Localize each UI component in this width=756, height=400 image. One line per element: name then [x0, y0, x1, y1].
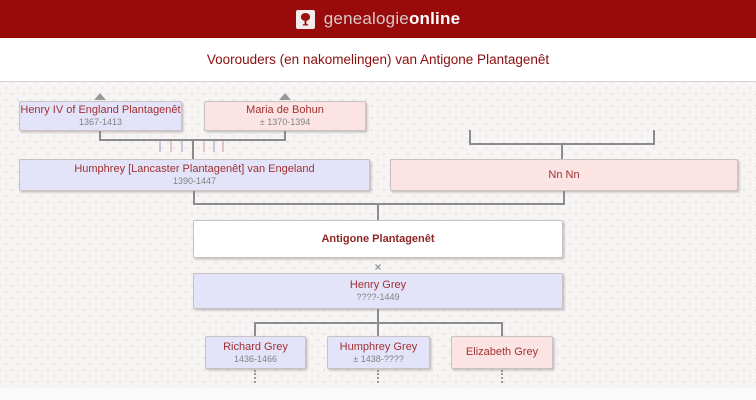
person-box-maria-de-bohun[interactable]: Maria de Bohun ± 1370-1394	[204, 101, 366, 131]
person-name: Nn Nn	[548, 168, 580, 181]
connector-line	[284, 131, 286, 141]
person-box-henry-iv[interactable]: Henry IV of England Plantagenêt 1367-141…	[19, 101, 182, 131]
connector-line	[377, 322, 379, 336]
tree-icon	[300, 12, 310, 25]
connector-line	[192, 139, 194, 160]
sibling-tick	[170, 141, 172, 152]
sibling-tick	[213, 141, 215, 152]
connector-line	[377, 309, 379, 322]
person-name: Richard Grey	[223, 340, 288, 353]
person-name: Elizabeth Grey	[465, 346, 539, 358]
connector-line	[469, 130, 471, 145]
person-name: Henry Grey	[349, 279, 407, 291]
brand-first: genealogie	[323, 9, 409, 28]
person-dates: 1436-1466	[233, 353, 278, 364]
person-name: Henry IV of England Plantagenêt	[20, 104, 181, 116]
person-box-antigone-plantagenet[interactable]: Antigone Plantagenêt	[193, 220, 563, 258]
connector-line	[653, 130, 655, 145]
person-dates: 1390-1447	[172, 176, 217, 186]
descendants-dotted-line	[377, 370, 379, 383]
connector-line	[561, 143, 563, 160]
person-name: Antigone Plantagenêt	[321, 232, 435, 245]
sibling-tick	[159, 141, 161, 152]
person-name: Humphrey Grey	[339, 340, 418, 353]
person-dates: ????-1449	[356, 292, 400, 302]
site-header: genealogieonline	[0, 0, 756, 38]
person-box-humphrey-van-engeland[interactable]: Humphrey [Lancaster Plantagenêt] van Eng…	[19, 159, 370, 191]
connector-line	[99, 131, 101, 141]
person-name: Humphrey [Lancaster Plantagenêt] van Eng…	[74, 163, 315, 175]
connector-line	[501, 322, 503, 336]
marriage-x-icon: ×	[374, 260, 382, 274]
person-box-henry-grey[interactable]: Henry Grey ????-1449	[193, 273, 563, 309]
sibling-tick	[181, 141, 183, 152]
person-box-humphrey-grey[interactable]: Humphrey Grey ± 1438-????	[327, 336, 430, 369]
person-dates: 1367-1413	[78, 117, 123, 127]
title-bar: Voorouders (en nakomelingen) van Antigon…	[0, 38, 756, 82]
brand-wordmark[interactable]: genealogieonline	[324, 9, 460, 29]
sibling-tick	[222, 141, 224, 152]
connector-line	[563, 191, 565, 203]
expand-ancestors-arrow-icon[interactable]	[94, 93, 106, 100]
expand-ancestors-arrow-icon[interactable]	[279, 93, 291, 100]
connector-line	[193, 203, 565, 205]
person-dates: ± 1438-????	[353, 353, 404, 364]
person-box-nn-nn[interactable]: Nn Nn	[390, 159, 738, 191]
connector-line	[193, 191, 195, 203]
person-dates: ± 1370-1394	[259, 117, 311, 127]
descendants-dotted-line	[254, 370, 256, 383]
site-logo[interactable]	[295, 9, 315, 29]
person-name: Maria de Bohun	[246, 104, 324, 116]
page-title: Voorouders (en nakomelingen) van Antigon…	[206, 52, 550, 67]
connector-line	[254, 322, 256, 336]
person-box-elizabeth-grey[interactable]: Elizabeth Grey	[451, 336, 553, 369]
brand-second: online	[408, 9, 461, 28]
descendants-dotted-line	[501, 370, 503, 383]
connector-line	[377, 203, 379, 221]
person-box-richard-grey[interactable]: Richard Grey 1436-1466	[205, 336, 306, 369]
sibling-tick	[203, 141, 205, 152]
